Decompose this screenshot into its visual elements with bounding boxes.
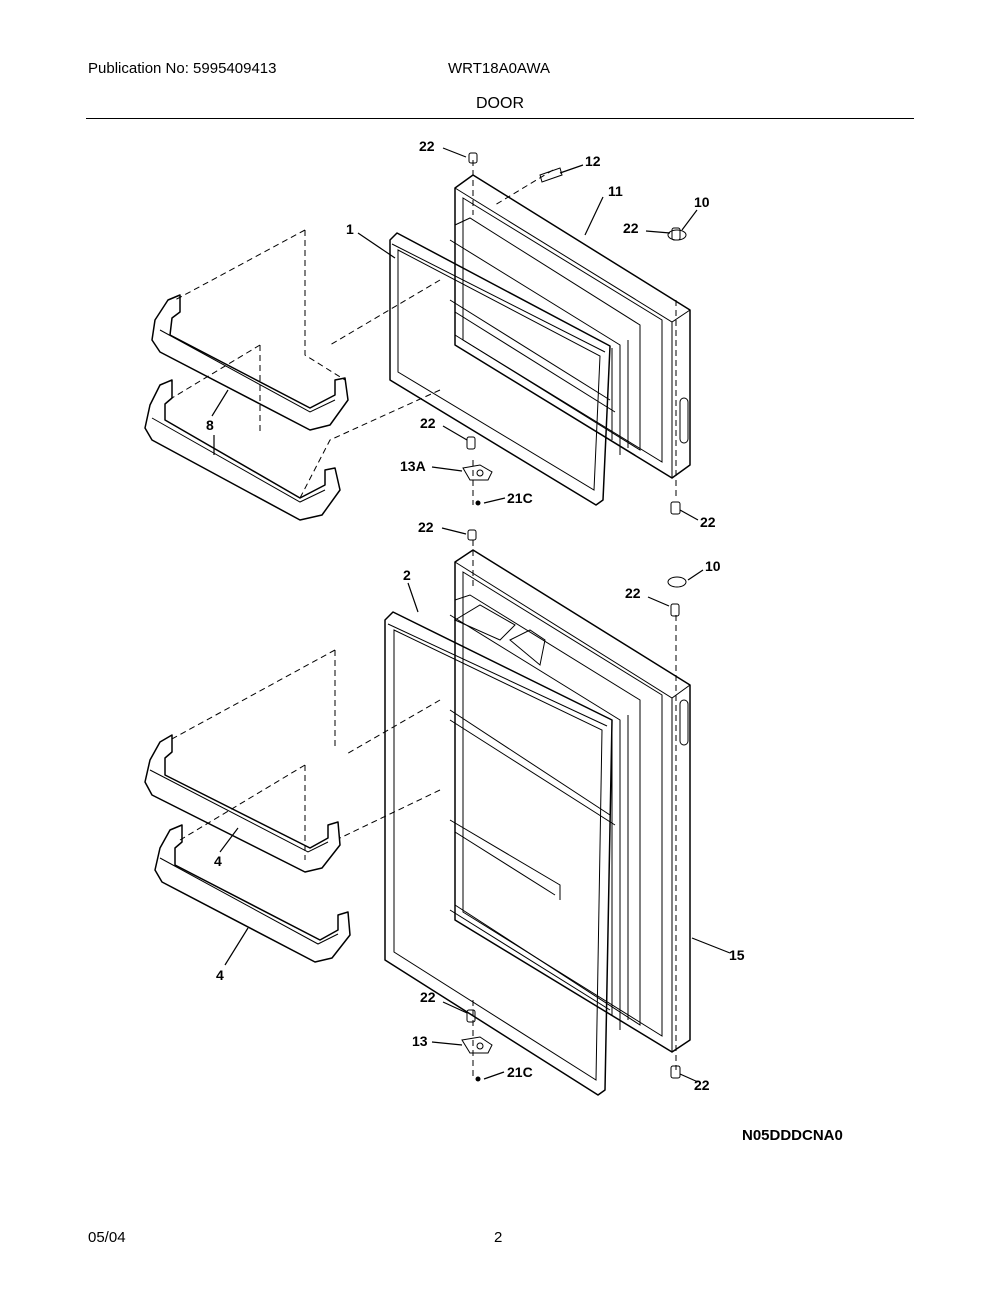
- callout-11: 11: [608, 183, 623, 199]
- fresh-food-door-outer-panel: [454, 549, 691, 1053]
- callout-13: 13: [412, 1033, 428, 1049]
- hinge-13: [461, 1036, 493, 1054]
- callout-22-lower-right: 22: [625, 585, 641, 601]
- footer-date: 05/04: [88, 1229, 126, 1246]
- diagram-code: N05DDDCNA0: [742, 1127, 843, 1144]
- pin-21C-upper: [475, 500, 481, 506]
- screw-22-upper-hinge: [466, 436, 476, 450]
- callout-21C-upper: 21C: [507, 490, 533, 506]
- callout-10-lower: 10: [705, 558, 721, 574]
- screw-22-lower-bottom: [670, 1065, 681, 1079]
- hinge-cover-12: [539, 167, 563, 183]
- page-title: DOOR: [476, 95, 524, 112]
- callout-4-lower: 4: [216, 967, 224, 983]
- callout-15: 15: [729, 947, 745, 963]
- callout-22-lower-hinge: 22: [420, 989, 436, 1005]
- screw-22-lower-right: [670, 603, 680, 617]
- callout-4-upper: 4: [214, 853, 222, 869]
- header-rule: [86, 118, 914, 119]
- freezer-shelf-lower: [144, 379, 341, 521]
- callout-22-lower-bottom: 22: [694, 1077, 710, 1093]
- callout-12: 12: [585, 153, 601, 169]
- freezer-shelf-upper: [151, 294, 349, 431]
- hinge-13A: [462, 464, 493, 481]
- callout-8: 8: [206, 417, 214, 433]
- callout-22-upper-right: 22: [623, 220, 639, 236]
- callout-22-upper-hinge: 22: [420, 415, 436, 431]
- screw-22-upper-right: [671, 227, 681, 241]
- callout-22-upper-bottom: 22: [700, 514, 716, 530]
- callout-22-top: 22: [419, 138, 435, 154]
- callout-22-mid: 22: [418, 519, 434, 535]
- publication-number: Publication No: 5995409413: [88, 60, 277, 77]
- screw-22-top: [468, 152, 478, 164]
- model-number: WRT18A0AWA: [448, 60, 550, 77]
- page-number: 2: [494, 1229, 503, 1246]
- screw-22-mid: [467, 529, 477, 541]
- leader-lines: [211, 147, 731, 1083]
- plug-10-upper: [667, 229, 687, 241]
- screw-22-lower-hinge: [466, 1009, 476, 1023]
- fresh-food-shelf-upper: [144, 734, 341, 873]
- screw-22-upper-bottom: [670, 501, 681, 515]
- pin-21C-lower: [475, 1076, 481, 1082]
- callout-1: 1: [346, 221, 354, 237]
- fresh-food-shelf-lower: [154, 824, 351, 963]
- plug-10-lower: [667, 576, 687, 588]
- fresh-food-door-gasket: [384, 611, 613, 1096]
- freezer-door-liner: [449, 217, 641, 455]
- callout-13A: 13A: [400, 458, 426, 474]
- fresh-food-door-liner: [449, 594, 641, 1030]
- freezer-door-gasket: [389, 232, 611, 506]
- callout-10-upper: 10: [694, 194, 710, 210]
- callout-21C-lower: 21C: [507, 1064, 533, 1080]
- callout-2: 2: [403, 567, 411, 583]
